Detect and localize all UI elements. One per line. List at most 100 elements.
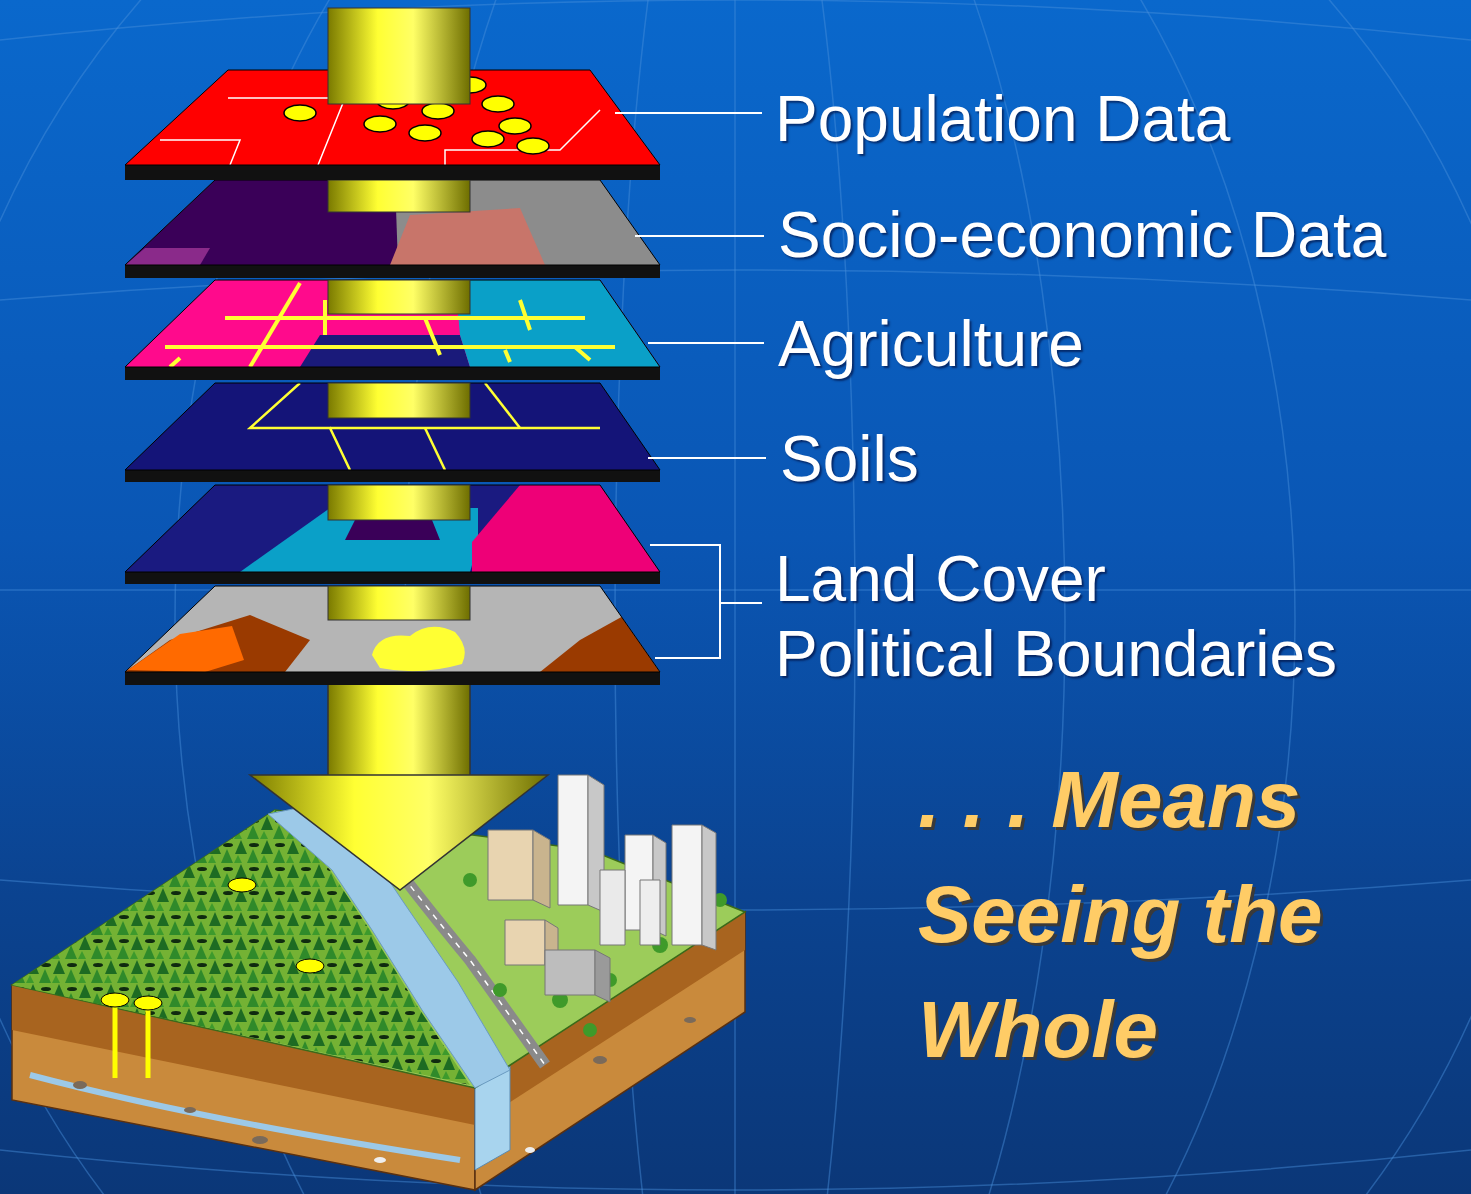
pebble: [73, 1081, 87, 1089]
layer-edge: [125, 470, 660, 482]
soil-boundary: [485, 383, 520, 428]
leader-line: [635, 235, 764, 237]
region-patch: [125, 615, 310, 672]
building: [488, 830, 533, 900]
layer-edge: [125, 265, 660, 278]
well-marker: [101, 993, 129, 1007]
region-patch: [472, 485, 660, 572]
layer-edge: [125, 165, 660, 180]
soil-boundary: [425, 428, 445, 470]
census-boundary: [445, 110, 600, 165]
bracket: [650, 545, 762, 658]
slogan-text: . . . Means Seeing the Whole: [918, 742, 1418, 1087]
pebble: [525, 1147, 535, 1153]
layer-edge: [125, 672, 660, 685]
layer-label: Population Data: [775, 83, 1230, 157]
building: [505, 920, 545, 965]
socio-economic-layer: [100, 180, 660, 278]
population-point: [482, 96, 514, 112]
land-cover-layer: [125, 485, 660, 584]
layer-outline: [125, 485, 660, 572]
building: [672, 825, 702, 945]
layer-outline: [125, 383, 660, 470]
layer-label: Political Boundaries: [775, 618, 1337, 692]
field-road: [425, 318, 440, 355]
region-patch: [390, 208, 545, 265]
parallel: [0, 1150, 1471, 1190]
layer-plane: [125, 485, 660, 572]
wells: [101, 878, 324, 1078]
region-patch: [128, 626, 244, 672]
arrow-shaft: [328, 684, 470, 776]
pebble: [684, 1017, 696, 1023]
building: [533, 830, 550, 908]
region-patch: [372, 627, 465, 671]
landscape-block: [12, 775, 745, 1190]
leader-line: [648, 457, 766, 459]
population-point: [284, 105, 316, 121]
pebble: [374, 1157, 386, 1163]
leader-line: [615, 112, 762, 114]
field-road: [520, 300, 530, 330]
layer-bar: [328, 383, 470, 418]
field-road: [505, 350, 510, 362]
leader-line: [648, 342, 764, 344]
well-marker: [296, 959, 324, 973]
building: [558, 775, 588, 905]
population-layer: [125, 8, 660, 180]
census-boundary: [228, 98, 345, 165]
population-point: [364, 116, 396, 132]
region-patch: [540, 615, 660, 672]
layer-label: Agriculture: [778, 308, 1084, 382]
layer-outline: [125, 586, 660, 672]
field-road: [323, 300, 327, 335]
layer-edge: [125, 367, 660, 380]
population-point: [499, 118, 531, 134]
building: [702, 825, 716, 950]
layer-plane: [125, 280, 660, 367]
layer-plane: [125, 383, 660, 470]
population-point: [472, 131, 504, 147]
building: [640, 880, 660, 945]
down-arrow: [250, 684, 548, 890]
agriculture-layer: [125, 280, 660, 380]
layer-plane: [125, 586, 660, 672]
layer-bar: [328, 8, 470, 104]
layer-label: Land Cover: [775, 543, 1106, 617]
building: [595, 950, 610, 1002]
buildings: [488, 775, 716, 1002]
well-shaft: [113, 1002, 118, 1078]
leader-lines: [615, 113, 766, 658]
layer-outline: [125, 180, 660, 265]
soil-boundary: [330, 427, 600, 430]
building: [600, 870, 625, 945]
census-boundary: [160, 140, 240, 165]
layer-edge: [125, 572, 660, 584]
boundaries-layer: [125, 586, 660, 685]
population-point: [409, 125, 441, 141]
population-point: [517, 138, 549, 154]
tree: [493, 983, 507, 997]
region-patch: [300, 335, 470, 367]
layer-bar: [328, 180, 470, 212]
layer-bar: [328, 586, 470, 620]
field-road: [170, 358, 180, 367]
layer-label: Socio-economic Data: [778, 199, 1386, 273]
pebble: [252, 1136, 268, 1144]
layer-bar: [328, 280, 470, 314]
arrow-head: [250, 775, 548, 890]
well-marker: [228, 878, 256, 892]
layer-label: Soils: [780, 423, 919, 497]
building: [545, 950, 595, 995]
tree: [463, 873, 477, 887]
region-patch: [125, 248, 210, 265]
tree: [583, 1023, 597, 1037]
layer-bar: [328, 485, 470, 520]
region-patch: [345, 520, 440, 540]
pebble: [184, 1107, 196, 1113]
soils-layer: [125, 383, 660, 482]
well-marker: [134, 996, 162, 1010]
